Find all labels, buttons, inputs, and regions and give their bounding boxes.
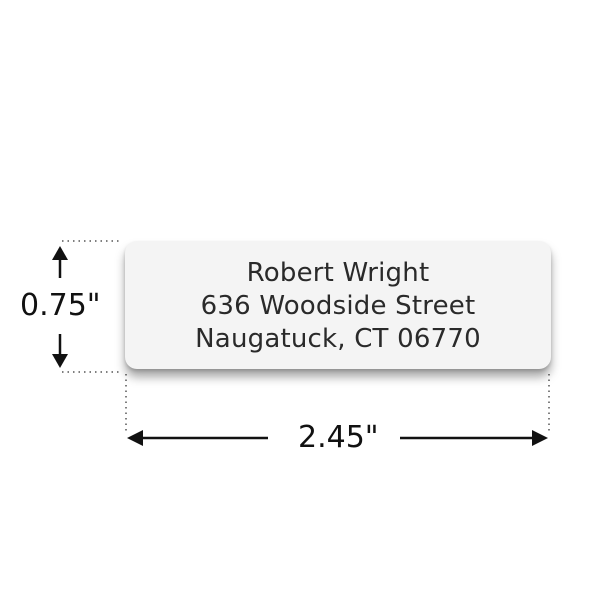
width-arrow-left-icon [127,430,268,446]
width-arrow-right-icon [400,430,548,446]
label-city-line: Naugatuck, CT 06770 [195,323,481,354]
label-street-line: 636 Woodside Street [200,290,476,321]
height-arrow-up-icon [52,246,68,278]
height-dimension-label: 0.75" [20,288,101,323]
height-arrow-down-icon [52,334,68,368]
label-name-line: Robert Wright [246,257,430,288]
width-dimension-label: 2.45" [298,420,379,455]
address-label: Robert Wright 636 Woodside Street Naugat… [125,241,551,369]
